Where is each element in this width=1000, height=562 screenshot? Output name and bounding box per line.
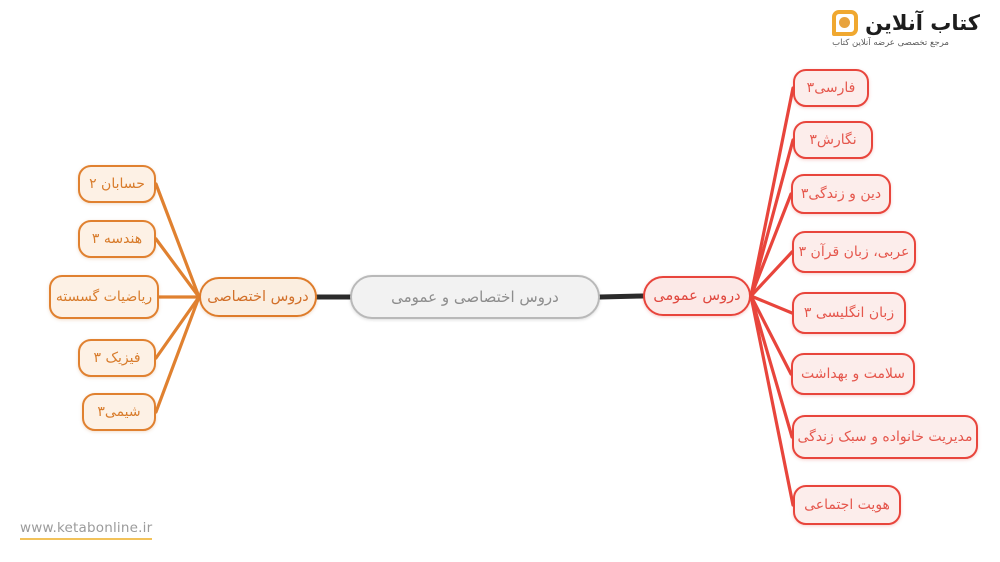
leaf-node-general-4[interactable]: زبان انگلیسی ۳ bbox=[792, 292, 906, 334]
connector-general-3 bbox=[749, 250, 794, 298]
connector-general-7 bbox=[749, 294, 795, 507]
connector-general-2 bbox=[749, 192, 793, 298]
footer-website-url[interactable]: www.ketabonline.ir bbox=[20, 520, 153, 540]
leaf-node-general-3[interactable]: عربی، زبان قرآن ۳ bbox=[792, 231, 916, 273]
leaf-node-specialized-0[interactable]: حسابان ۲ bbox=[78, 165, 156, 203]
connector-specialized-4 bbox=[154, 295, 201, 414]
connector-general-6 bbox=[749, 294, 794, 439]
branch-node-specialized[interactable]: دروس اختصاصی bbox=[199, 277, 317, 317]
connector-general-1 bbox=[749, 138, 795, 298]
brand-tagline: مرجع تخصصی عرضه آنلاین کتاب bbox=[832, 38, 949, 48]
book-circle-icon bbox=[832, 10, 859, 36]
brand-row: کتاب آنلاین bbox=[832, 10, 980, 36]
leaf-node-general-1[interactable]: نگارش۳ bbox=[793, 121, 873, 159]
leaf-node-general-7[interactable]: هویت اجتماعی bbox=[793, 485, 901, 525]
leaf-node-specialized-2[interactable]: ریاضیات گسسته bbox=[49, 275, 159, 319]
leaf-node-specialized-1[interactable]: هندسه ۳ bbox=[78, 220, 156, 258]
leaf-node-specialized-4[interactable]: شیمی۳ bbox=[82, 393, 156, 431]
leaf-node-general-2[interactable]: دین و زندگی۳ bbox=[791, 174, 891, 214]
brand-name: کتاب آنلاین bbox=[865, 11, 980, 35]
leaf-node-general-6[interactable]: مدیریت خانواده و سبک زندگی bbox=[792, 415, 978, 459]
connector-specialized-0 bbox=[154, 182, 201, 299]
brand-logo: کتاب آنلاین مرجع تخصصی عرضه آنلاین کتاب bbox=[832, 10, 980, 48]
connector-general-4 bbox=[749, 294, 794, 315]
connector-general-5 bbox=[749, 294, 793, 376]
connector-specialized-3 bbox=[154, 295, 201, 360]
leaf-node-specialized-3[interactable]: فیزیک ۳ bbox=[78, 339, 156, 377]
branch-node-general[interactable]: دروس عمومی bbox=[643, 276, 751, 316]
center-node[interactable]: دروس اختصاصی و عمومی bbox=[350, 275, 600, 319]
leaf-node-general-0[interactable]: فارسی۳ bbox=[793, 69, 869, 107]
leaf-node-general-5[interactable]: سلامت و بهداشت bbox=[791, 353, 915, 395]
connector-general-0 bbox=[749, 86, 795, 298]
connector-specialized-1 bbox=[154, 237, 201, 299]
